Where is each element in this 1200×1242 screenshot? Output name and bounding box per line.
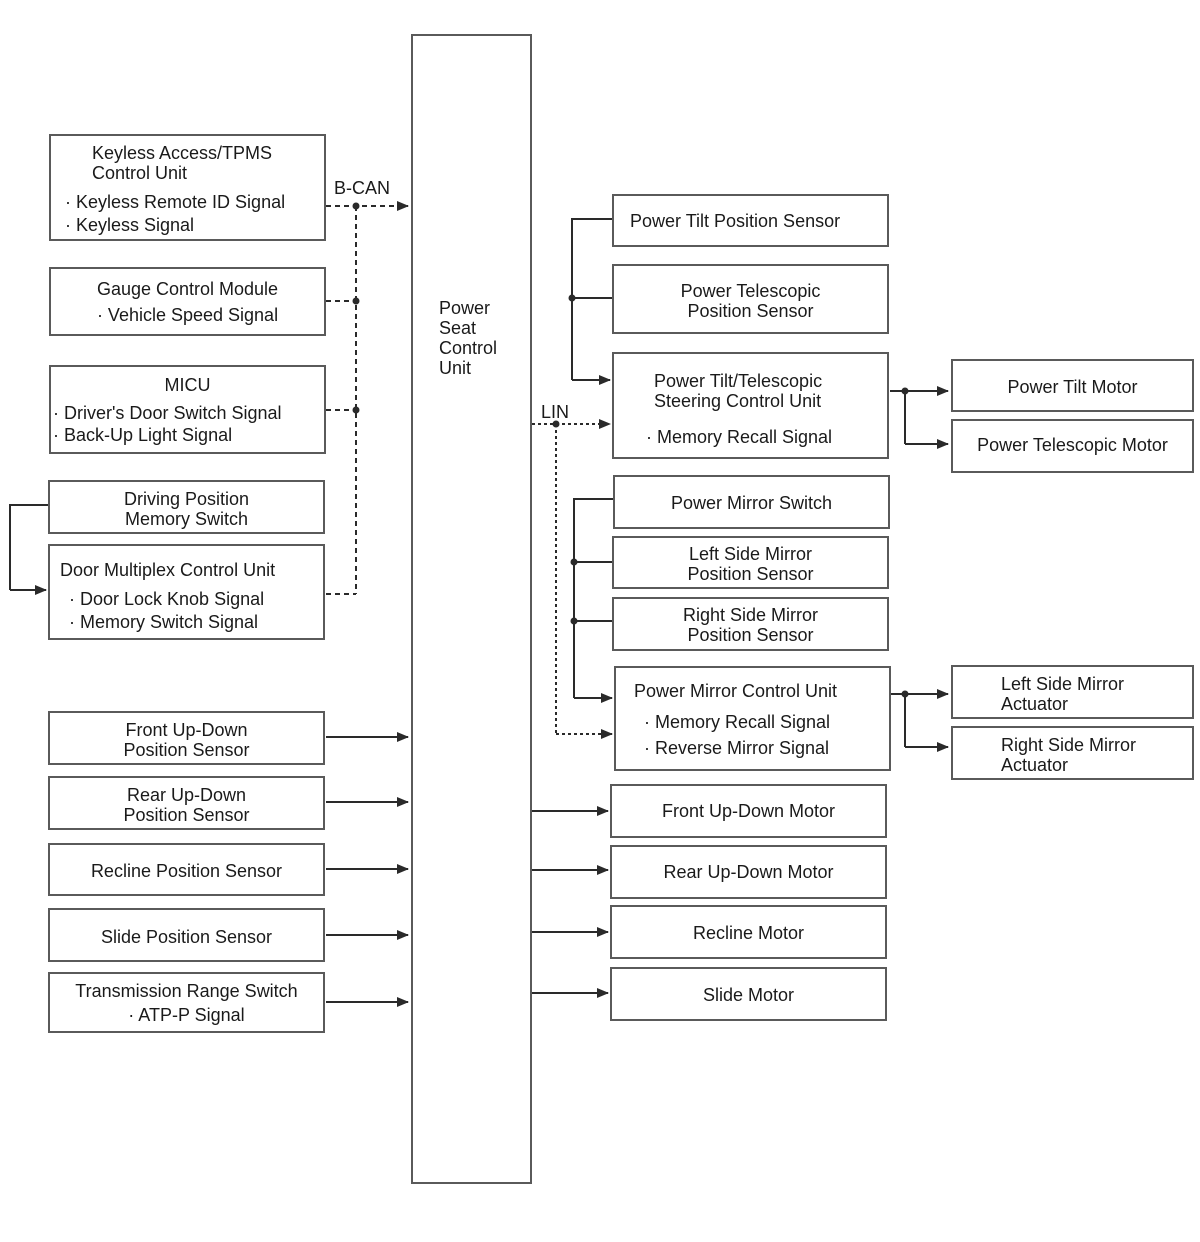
power-tilt-position-sensor: Power Tilt Position Sensor — [612, 194, 889, 247]
box-title: Gauge Control Module — [96, 279, 279, 299]
front-updown-motor: Front Up-Down Motor — [610, 784, 887, 838]
lin-bus — [532, 419, 613, 739]
signal-item: · Memory Recall Signal — [644, 712, 831, 732]
power-mirror-control-unit: Power Mirror Control Unit · Memory Recal… — [614, 666, 891, 771]
right-side-mirror-position-sensor: Right Side Mirror Position Sensor — [612, 597, 889, 651]
signal-item: · Memory Recall Signal — [646, 427, 833, 447]
box-title: Power Telescopic — [680, 281, 821, 301]
box-title: Door Multiplex Control Unit — [60, 560, 276, 580]
signal-item: · Memory Switch Signal — [69, 612, 259, 632]
left-side-mirror-actuator: Left Side Mirror Actuator — [951, 665, 1194, 719]
signal-item: · Vehicle Speed Signal — [96, 305, 279, 325]
box-title: Right Side Mirror — [1001, 735, 1137, 755]
right-side-mirror-actuator: Right Side Mirror Actuator — [951, 726, 1194, 780]
power-tilt-telescopic-steering-control-unit: Power Tilt/Telescopic Steering Control U… — [612, 352, 889, 459]
box-title: Memory Switch — [124, 509, 249, 529]
slide-motor: Slide Motor — [610, 967, 887, 1021]
power-seat-control-unit: Power Seat Control Unit — [411, 34, 532, 1184]
keyless-access-tpms-unit: Keyless Access/TPMS Control Unit · Keyle… — [49, 134, 326, 241]
door-multiplex-control-unit: Door Multiplex Control Unit · Door Lock … — [48, 544, 325, 640]
memory-switch-link — [9, 504, 49, 595]
bcan-label: B-CAN — [334, 178, 391, 198]
steering-motor-links — [890, 386, 949, 449]
power-telescopic-position-sensor: Power Telescopic Position Sensor — [612, 264, 889, 334]
box-title: Power Telescopic Motor — [977, 435, 1168, 455]
mirror-sensor-links — [573, 498, 614, 703]
box-title: Recline Motor — [692, 923, 805, 943]
box-title: MICU — [164, 375, 211, 395]
center-unit-line: Unit — [439, 358, 472, 378]
signal-item: · Door Lock Knob Signal — [69, 589, 265, 609]
driving-position-memory-switch: Driving Position Memory Switch — [48, 480, 325, 534]
box-title: Power Tilt Motor — [1007, 377, 1138, 397]
signal-item: · Keyless Remote ID Signal — [65, 192, 286, 212]
slide-position-sensor: Slide Position Sensor — [48, 908, 325, 962]
box-title: Position Sensor — [687, 301, 814, 321]
box-title: Slide Motor — [702, 985, 795, 1005]
center-unit-line: Control — [439, 338, 498, 358]
rear-updown-position-sensor: Rear Up-Down Position Sensor — [48, 776, 325, 830]
box-title: Position Sensor — [687, 564, 814, 584]
box-title: Driving Position — [123, 489, 250, 509]
signal-item: · Back-Up Light Signal — [53, 425, 233, 445]
left-side-mirror-position-sensor: Left Side Mirror Position Sensor — [612, 536, 889, 589]
motor-outputs — [532, 806, 609, 998]
steering-sensor-links — [571, 218, 613, 385]
signal-item: · Keyless Signal — [65, 215, 195, 235]
recline-position-sensor: Recline Position Sensor — [48, 843, 325, 896]
box-title: Power Tilt Position Sensor — [630, 211, 841, 231]
box-title: Recline Position Sensor — [90, 861, 283, 881]
box-title: Keyless Access/TPMS — [92, 143, 273, 163]
micu: MICU · Driver's Door Switch Signal · Bac… — [49, 365, 326, 454]
sensor-inputs — [326, 732, 409, 1007]
box-title: Actuator — [1001, 694, 1069, 714]
box-title: Control Unit — [92, 163, 188, 183]
box-title: Slide Position Sensor — [100, 927, 273, 947]
box-title: Power Mirror Switch — [670, 493, 833, 513]
box-title: Rear Up-Down Motor — [663, 862, 834, 882]
box-title: Power Mirror Control Unit — [634, 681, 838, 701]
power-mirror-switch: Power Mirror Switch — [613, 475, 890, 529]
lin-label: LIN — [541, 402, 570, 422]
box-title: Front Up-Down Motor — [661, 801, 836, 821]
recline-motor: Recline Motor — [610, 905, 887, 959]
box-title: Position Sensor — [687, 625, 814, 645]
signal-item: · Reverse Mirror Signal — [644, 738, 830, 758]
box-title: Position Sensor — [123, 805, 250, 825]
transmission-range-switch: Transmission Range Switch · ATP-P Signal — [48, 972, 325, 1033]
junction-dots — [352, 202, 909, 698]
front-updown-position-sensor: Front Up-Down Position Sensor — [48, 711, 325, 765]
signal-item: · Driver's Door Switch Signal — [53, 403, 282, 423]
power-telescopic-motor: Power Telescopic Motor — [951, 419, 1194, 473]
box-title: Steering Control Unit — [654, 391, 822, 411]
bcan-bus — [326, 201, 409, 595]
box-title: Left Side Mirror — [688, 544, 813, 564]
box-title: Right Side Mirror — [682, 605, 819, 625]
rear-updown-motor: Rear Up-Down Motor — [610, 845, 887, 899]
gauge-control-module: Gauge Control Module · Vehicle Speed Sig… — [49, 267, 326, 336]
box-title: Actuator — [1001, 755, 1069, 775]
box-title: Power Tilt/Telescopic — [654, 371, 823, 391]
box-title: Front Up-Down — [125, 720, 248, 740]
center-unit-line: Power — [439, 298, 491, 318]
signal-item: · ATP-P Signal — [128, 1005, 245, 1025]
power-tilt-motor: Power Tilt Motor — [951, 359, 1194, 412]
box-title: Left Side Mirror — [1001, 674, 1125, 694]
center-unit-line: Seat — [439, 318, 477, 338]
box-title: Rear Up-Down — [126, 785, 247, 805]
box-title: Transmission Range Switch — [75, 981, 298, 1001]
mirror-actuator-links — [891, 689, 949, 752]
box-title: Position Sensor — [123, 740, 250, 760]
